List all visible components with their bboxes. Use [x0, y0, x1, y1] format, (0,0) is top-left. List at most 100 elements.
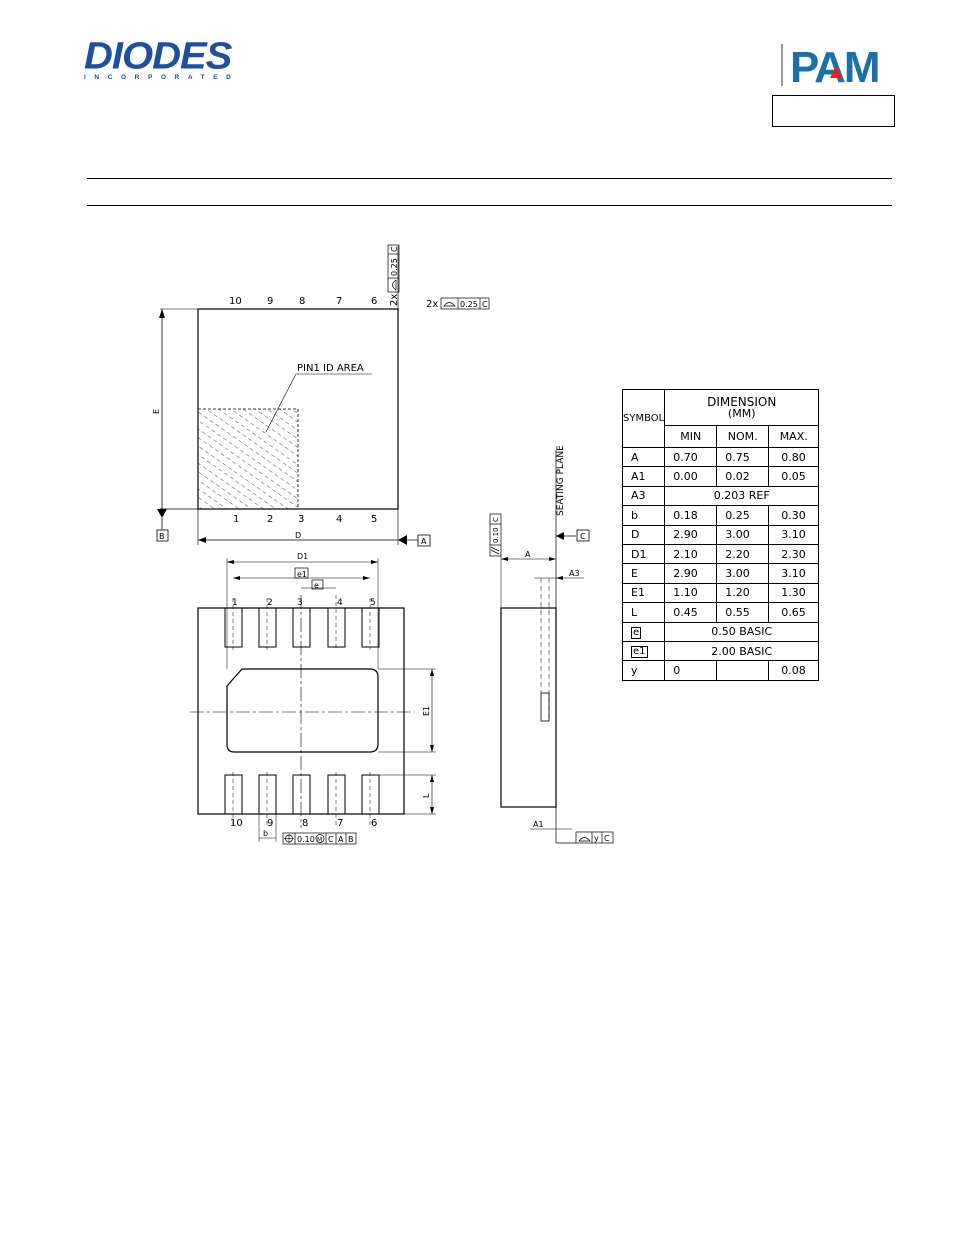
pin-number: 7: [336, 296, 342, 307]
row-symbol: D: [621, 524, 666, 545]
flatness-fcf: y C: [556, 831, 614, 844]
row-symbol: A: [621, 446, 666, 468]
row-nom: 3.00: [716, 524, 770, 545]
dim-A-label: A: [525, 550, 531, 559]
row-min: 2.90: [664, 563, 718, 584]
row-symbol: y: [621, 660, 666, 681]
header-rule-bottom: [87, 205, 892, 206]
svg-text:M: M: [317, 837, 322, 844]
dim-A3-label: A3: [569, 569, 580, 578]
dim-E1-label: E1: [422, 706, 431, 716]
tol-count-vertical: 2x: [389, 294, 400, 306]
row-nom: 0.25: [716, 505, 770, 526]
svg-text:0.10: 0.10: [492, 527, 500, 543]
pin-number: 9: [267, 296, 273, 307]
datum-C-box: [576, 529, 590, 542]
svg-text:C: C: [604, 834, 610, 843]
tol-value-vertical: 0.25: [390, 258, 399, 276]
svg-text:0.10: 0.10: [297, 835, 315, 844]
dim-D-label: D: [295, 531, 301, 540]
row-min: 0.00: [664, 466, 718, 487]
diodes-logo-text: DIODES: [84, 35, 232, 77]
pin-number: 1: [233, 514, 239, 525]
svg-text:5: 5: [370, 598, 376, 608]
row-symbol: E1: [621, 582, 666, 604]
row-symbol: A3: [621, 485, 666, 507]
row-symbol: D1: [621, 543, 666, 565]
svg-text:10: 10: [230, 818, 243, 829]
svg-text:4: 4: [337, 598, 343, 608]
tol-ref: C: [482, 300, 488, 309]
datum-A: A: [421, 537, 427, 546]
row-nom: 0.55: [716, 602, 770, 623]
svg-text:2: 2: [267, 598, 273, 608]
row-max: 3.10: [768, 563, 820, 584]
row-span-value: 2.00 BASIC: [664, 640, 820, 662]
svg-text:1: 1: [232, 598, 238, 608]
row-min: 0.70: [664, 446, 718, 468]
datum-A-box: [417, 534, 431, 547]
svg-text:8: 8: [302, 818, 308, 829]
row-min: 0: [664, 660, 718, 681]
bottom-view-pin-numbers-top: 1 2 3 4 5: [232, 598, 376, 608]
dim-e-label: e: [314, 581, 319, 590]
dim-D1-label: D1: [297, 552, 308, 561]
svg-text:C: C: [492, 517, 500, 522]
pin-number: 10: [229, 296, 242, 307]
svg-text:B: B: [348, 835, 354, 844]
row-min: 2.10: [664, 543, 718, 565]
dim-E-label: E: [152, 409, 161, 414]
row-nom: [716, 660, 770, 681]
datum-B: B: [159, 532, 165, 541]
pin-number: 3: [298, 514, 304, 525]
row-min: 0.45: [664, 602, 718, 623]
tol-frame: [440, 297, 490, 310]
row-nom: 0.02: [716, 466, 770, 487]
pin-number: 4: [336, 514, 342, 525]
dim-A1-label: A1: [533, 820, 544, 829]
bottom-view-pads-bottom: [224, 774, 380, 815]
col-max: MAX.: [768, 425, 820, 448]
svg-text:C: C: [328, 835, 334, 844]
top-pin-numbers: 10 9 8 7 6: [229, 296, 377, 307]
row-nom: 2.20: [716, 543, 770, 565]
svg-text:7: 7: [337, 818, 343, 829]
row-nom: 3.00: [716, 563, 770, 584]
row-symbol: b: [621, 505, 666, 526]
pam-logo: PAM: [781, 43, 881, 86]
svg-text:9: 9: [267, 818, 273, 829]
row-max: 1.30: [768, 582, 820, 604]
row-min: 1.10: [664, 582, 718, 604]
pin1-label: PIN1 ID AREA: [297, 363, 364, 374]
dim-L-label: L: [422, 793, 431, 798]
bottom-pin-numbers: 1 2 3 4 5: [233, 514, 377, 525]
dimension-header: DIMENSION (MM): [664, 389, 820, 426]
row-min: 0.18: [664, 505, 718, 526]
row-symbol: E: [621, 563, 666, 584]
svg-text:y: y: [594, 834, 599, 843]
pin-number: 8: [299, 296, 305, 307]
row-max: 2.30: [768, 543, 820, 565]
row-min: 2.90: [664, 524, 718, 545]
col-min: MIN: [664, 425, 718, 448]
pam-logo-triangle: [830, 66, 842, 78]
svg-text:A: A: [338, 835, 344, 844]
col-nom: NOM.: [716, 425, 770, 448]
row-symbol: A1: [621, 466, 666, 487]
dim-b-label: b: [263, 829, 268, 838]
bottom-view-pin-numbers-bottom: 10 9 8 7 6: [230, 818, 377, 829]
header-rule-top: [87, 178, 892, 179]
row-nom: 1.20: [716, 582, 770, 604]
seating-plane-label: SEATING PLANE: [556, 445, 566, 516]
row-symbol: e: [621, 621, 666, 642]
exposed-pad: [226, 668, 379, 753]
row-symbol: e1: [621, 640, 666, 662]
